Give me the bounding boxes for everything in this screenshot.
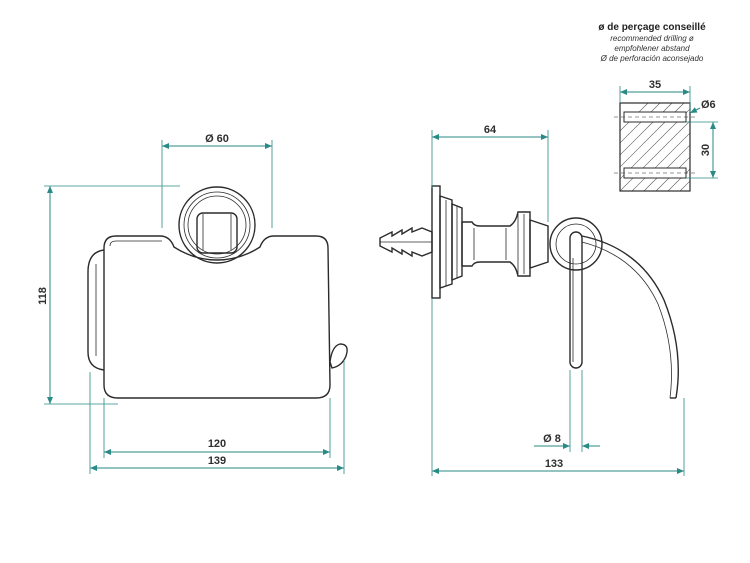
dim-front-total-width: 139: [208, 455, 226, 467]
drilling-note: ø de perçage conseillé recommended drill…: [598, 22, 706, 63]
front-cover-plate: [103, 235, 331, 399]
side-rosette: [549, 217, 603, 369]
front-dimensions: Ø 60 118 120 139: [37, 133, 345, 474]
side-post: [461, 211, 549, 277]
dim-front-diameter: Ø 60: [205, 133, 229, 145]
dim-detail-spacing: 30: [700, 144, 712, 156]
side-anchor: [379, 226, 433, 258]
detail-dimensions: 35 Ø6 30: [619, 79, 718, 179]
dim-front-height: 118: [37, 287, 49, 305]
drilling-note-line-es: Ø de perforación aconsejado: [600, 54, 704, 63]
front-rosette: [178, 186, 256, 264]
front-view: [87, 186, 348, 399]
drilling-note-line-de: empfohlener abstand: [614, 44, 690, 53]
drilling-detail: [614, 102, 696, 192]
side-cover-curve: [581, 235, 679, 399]
dim-detail-hole-diameter: Ø6: [701, 99, 716, 111]
side-wall-flange: [431, 185, 463, 299]
dim-front-inner-width: 120: [208, 438, 226, 450]
front-arm: [87, 249, 105, 371]
front-tip: [329, 343, 348, 369]
side-dimensions: 64 Ø 8 133: [431, 124, 685, 476]
dim-side-rod-diameter: Ø 8: [543, 433, 561, 445]
drilling-note-title: ø de perçage conseillé: [598, 22, 706, 33]
dim-detail-width: 35: [649, 79, 661, 91]
drilling-note-line-en: recommended drilling ø: [610, 34, 694, 43]
dim-side-total-depth: 133: [545, 458, 563, 470]
side-view: [379, 185, 679, 399]
dim-side-depth-top: 64: [484, 124, 497, 136]
